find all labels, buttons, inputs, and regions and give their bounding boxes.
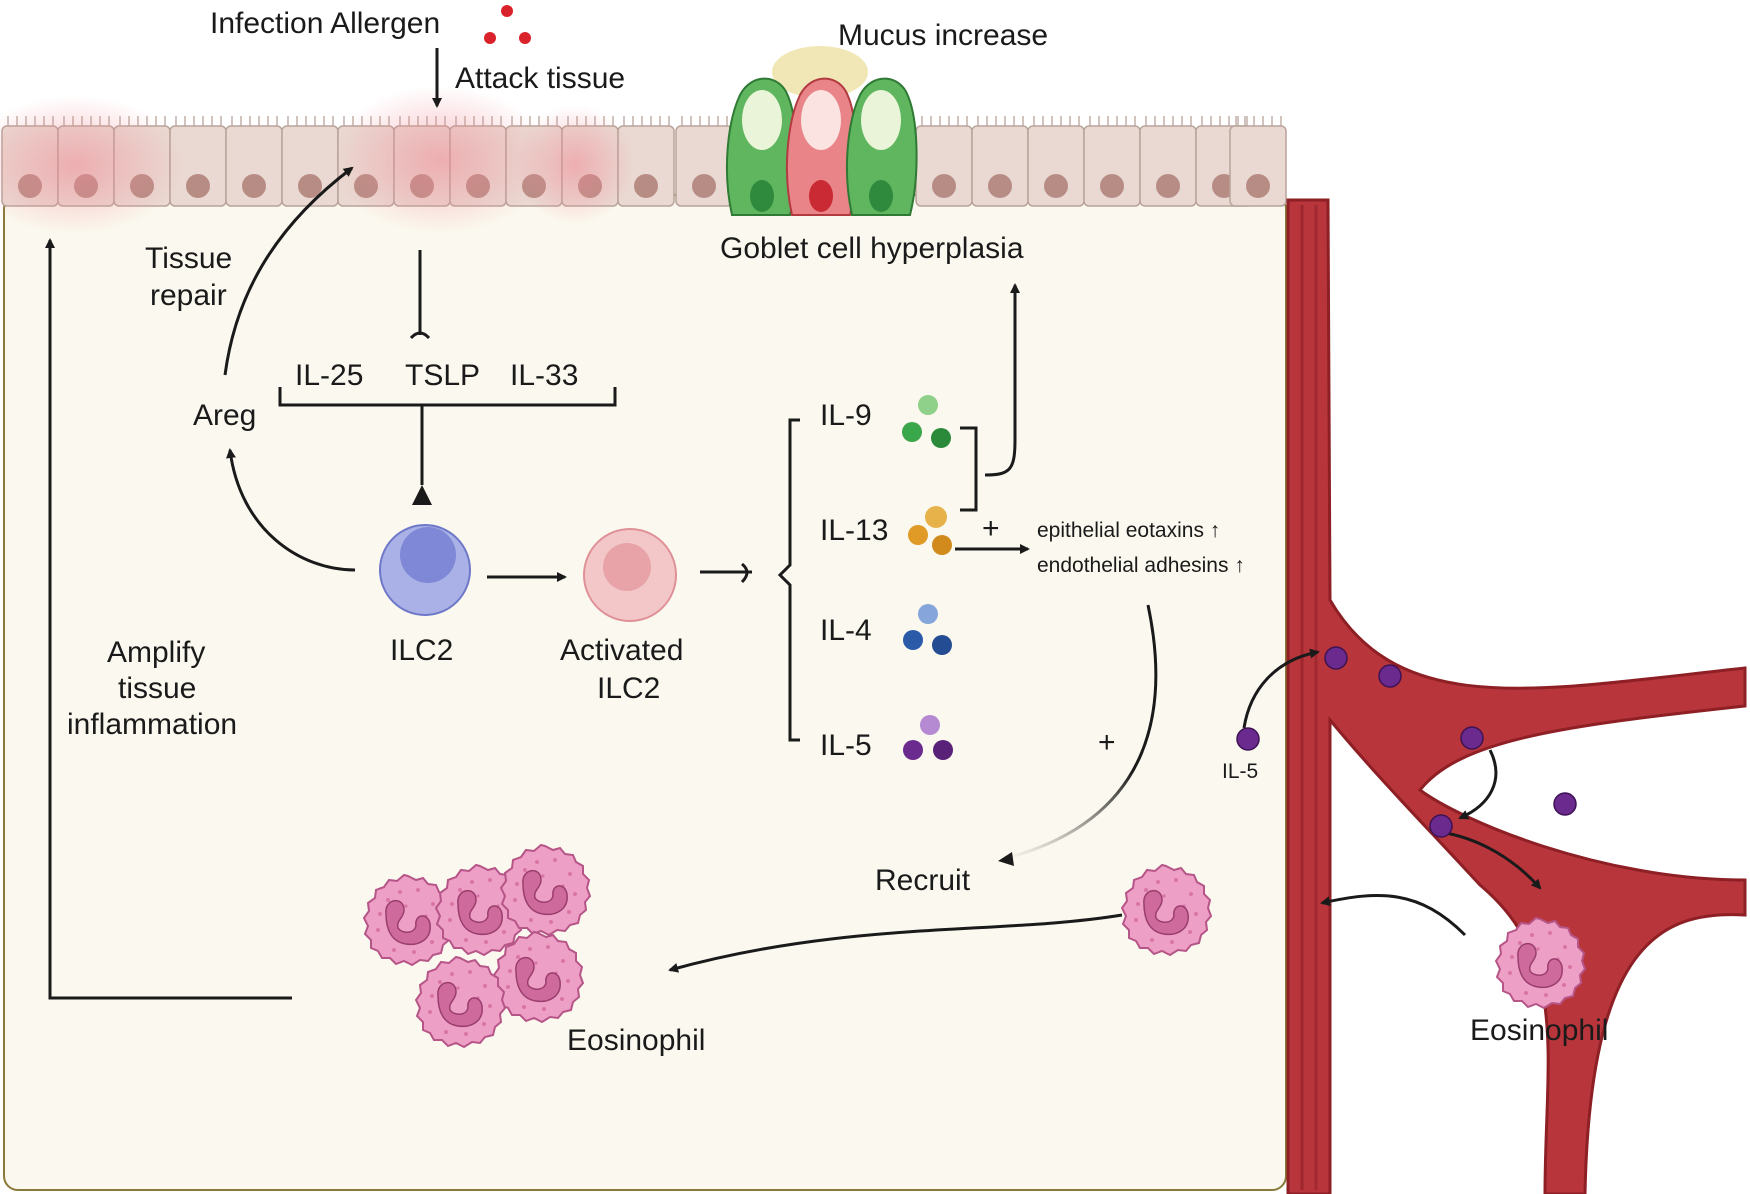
il33-label: IL-33 — [510, 359, 578, 392]
inflammation-glow — [330, 85, 550, 235]
ilc2-cell-icon — [379, 524, 471, 616]
eosinophil-label: Eosinophil — [1470, 1014, 1608, 1047]
cytokine-bracket — [278, 387, 617, 407]
eosinophil-to-vessel-arrow — [1320, 894, 1467, 937]
activated-output — [700, 562, 752, 584]
il25-label: IL-25 — [295, 359, 363, 392]
il5-to-vessel-arrow — [1242, 648, 1320, 729]
mucus-blob — [772, 46, 868, 98]
amplify-label: tissue — [118, 672, 196, 705]
attack-tissue-label: Attack tissue — [455, 62, 625, 95]
areg-label: Areg — [193, 399, 256, 432]
cytokines-to-ilc2-arrowhead — [412, 485, 432, 505]
activated-ilc2-label: ILC2 — [597, 672, 660, 705]
il5-label: IL-5 — [820, 729, 872, 762]
goblet-cell-icon — [725, 46, 918, 216]
il5-particle-icon — [1236, 646, 1577, 838]
epithelium-to-cytokines-fork — [409, 331, 431, 340]
allergen-particle-icon — [484, 5, 531, 44]
blood-vessel-icon — [1286, 198, 1747, 1194]
inflammation-glow — [0, 95, 185, 235]
il9-il13-bracket — [960, 426, 978, 512]
il4-label: IL-4 — [820, 614, 872, 647]
eosinophil-label: Eosinophil — [567, 1024, 705, 1057]
tslp-label: TSLP — [405, 359, 480, 392]
il13-label: IL-13 — [820, 514, 888, 547]
adhesins-label: endothelial adhesins ↑ — [1037, 554, 1245, 577]
plus-sign: + — [982, 512, 1000, 545]
plus-sign: + — [1098, 726, 1116, 759]
goblet-arrow — [984, 283, 1020, 477]
recruit-arrow — [999, 604, 1158, 862]
il9-label: IL-9 — [820, 399, 872, 432]
amplify-arrow — [45, 238, 292, 1000]
tissue-repair-label: repair — [150, 279, 227, 312]
recruit-label: Recruit — [875, 864, 971, 897]
eotaxins-label: epithelial eotaxins ↑ — [1037, 519, 1220, 542]
amplify-label: inflammation — [67, 708, 237, 741]
mucus-increase-label: Mucus increase — [838, 19, 1048, 52]
recruit-arrowhead — [998, 852, 1014, 866]
epithelium-layer — [0, 85, 1287, 235]
tissue-repair-label: Tissue — [145, 242, 232, 275]
il5-to-eosinophil-arrow — [1439, 830, 1542, 890]
inflammation-glow — [515, 105, 635, 225]
il-brace — [777, 418, 800, 742]
areg-arrow — [226, 448, 356, 572]
il5-small-label: IL-5 — [1222, 760, 1258, 783]
activated-ilc2-label: Activated — [560, 634, 683, 667]
goblet-hyperplasia-label: Goblet cell hyperplasia — [720, 232, 1024, 265]
amplify-label: Amplify — [107, 636, 205, 669]
activated-ilc2-cell-icon — [583, 528, 677, 622]
repair-arrow — [223, 166, 354, 376]
ilc2-label: ILC2 — [390, 634, 453, 667]
migration-arrow — [668, 913, 1123, 973]
infection-allergen-label: Infection Allergen — [210, 7, 440, 40]
cytokine-particle-icon — [902, 395, 953, 760]
epithelial-cell-icon — [1, 115, 1287, 207]
il5-out-arrow — [1458, 749, 1498, 820]
